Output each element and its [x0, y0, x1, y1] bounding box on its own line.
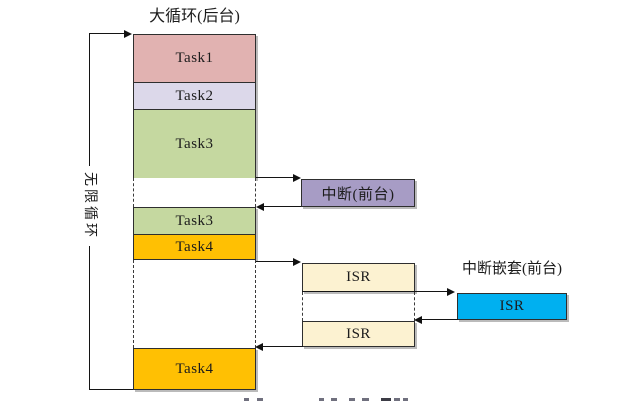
loop-line-vertical-top [89, 34, 90, 172]
task3-resume-box: Task3 [133, 207, 256, 235]
nested-isr-label: ISR [499, 298, 525, 314]
nested-isr-box: ISR [457, 293, 567, 320]
task4-resume-label: Task4 [175, 360, 214, 377]
task1-box: Task1 [133, 34, 256, 83]
task1-label: Task1 [175, 50, 214, 66]
loop-line-vertical-bottom [89, 241, 90, 389]
arrow-return-interrupt-head-icon [256, 203, 264, 211]
arrow-return-isr-head-icon [255, 343, 263, 351]
nested-interrupt-title: 中断嵌套(前台) [462, 261, 562, 277]
arrow-return-isr-line [263, 346, 303, 347]
task2-box: Task2 [133, 82, 256, 110]
infinite-loop-label: 无限循环 [81, 166, 97, 246]
interrupt-label: 中断(前台) [321, 186, 395, 203]
background-loop-title: 大循环(后台) [149, 8, 240, 25]
isr-top-box: ISR [302, 263, 415, 292]
task-group-top: Task1 Task2 Task3 [133, 34, 256, 179]
arrow-to-nested-isr-head-icon [447, 288, 455, 296]
task4-label: Task4 [175, 238, 214, 255]
arrow-return-interrupt-line [264, 206, 301, 207]
isr-gap-dash-left [302, 292, 303, 321]
loop-line-bottom [89, 389, 133, 390]
loop-line-top [89, 33, 124, 34]
stack-gap-isr [133, 260, 256, 348]
task-group-bottom: Task4 [133, 348, 256, 390]
task3-resume-label: Task3 [175, 212, 214, 229]
stack-gap-interrupt [133, 178, 256, 207]
isr-top-label: ISR [346, 269, 371, 285]
arrow-return-nested-head-icon [414, 316, 422, 324]
task4-box: Task4 [133, 234, 256, 260]
arrow-to-isr-line [256, 261, 293, 262]
arrow-to-interrupt-head-icon [293, 174, 301, 182]
task2-label: Task2 [175, 87, 214, 104]
arrow-to-nested-isr-line [302, 291, 447, 292]
loop-arrowhead-icon [124, 30, 132, 38]
interrupt-box: 中断(前台) [301, 179, 415, 207]
task3-label: Task3 [175, 135, 214, 152]
task-group-middle: Task3 Task4 [133, 207, 256, 260]
task4-resume-box: Task4 [133, 348, 256, 390]
arrow-to-isr-head-icon [293, 258, 301, 266]
arrow-to-interrupt-line [256, 177, 293, 178]
task3-box: Task3 [133, 109, 256, 179]
arrow-return-nested-line [422, 319, 458, 320]
isr-bottom-label: ISR [346, 325, 371, 342]
isr-gap-dash-right [414, 292, 415, 321]
isr-bottom-box: ISR [302, 321, 415, 347]
